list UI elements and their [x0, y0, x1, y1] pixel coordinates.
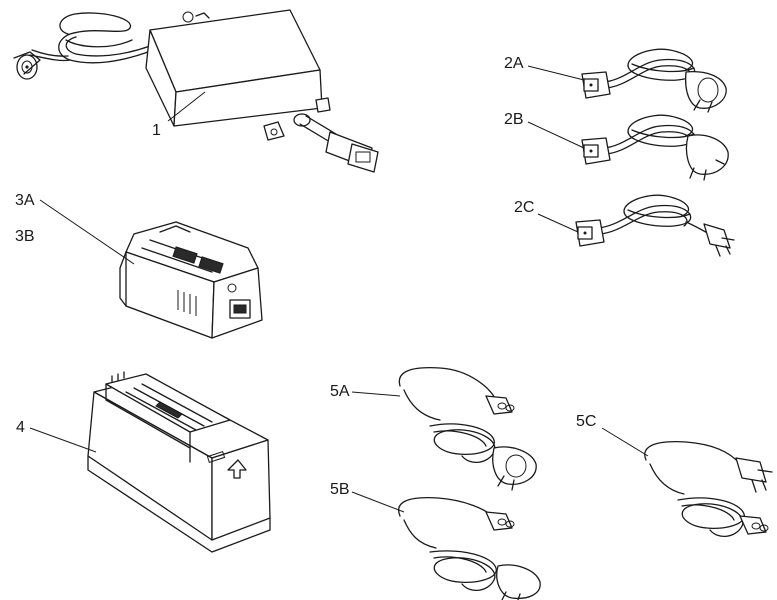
schuko-power-cord-icon	[581, 48, 727, 113]
power-adapter-icon	[13, 9, 379, 173]
label-part-3A: 3A	[15, 192, 35, 209]
label-part-1: 1	[152, 122, 161, 139]
label-part-2B: 2B	[504, 111, 524, 128]
label-part-5B: 5B	[330, 481, 350, 498]
label-part-4: 4	[16, 419, 25, 436]
label-part-2A: 2A	[504, 55, 524, 72]
label-part-5A: 5A	[330, 383, 350, 400]
swiss-figure8-cord-icon	[644, 440, 773, 537]
label-part-5C: 5C	[576, 413, 596, 430]
label-part-2C: 2C	[514, 199, 534, 216]
uk-figure8-cord-icon	[398, 496, 541, 600]
schuko-figure8-cord-icon	[398, 366, 537, 491]
uk-power-cord-icon	[581, 114, 729, 181]
charger-icon	[87, 371, 271, 553]
swiss-power-cord-icon	[575, 194, 735, 257]
battery-pack-icon	[119, 221, 263, 339]
label-part-3B: 3B	[15, 228, 35, 245]
